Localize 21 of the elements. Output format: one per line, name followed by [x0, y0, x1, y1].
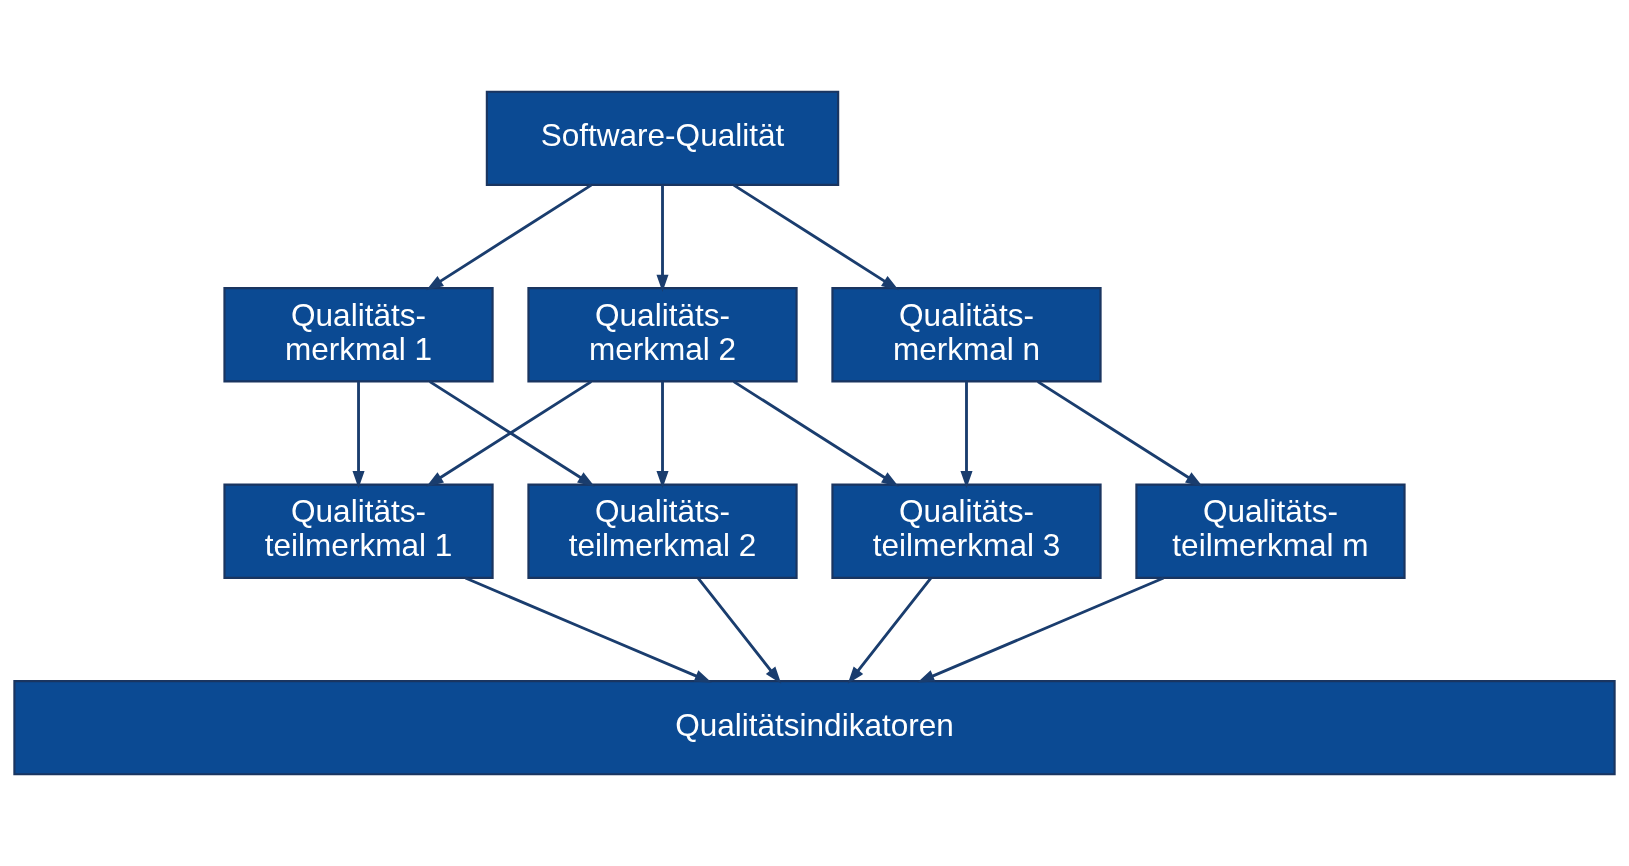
arrow — [1037, 380, 1203, 487]
node-box: Qualitäts- teilmerkmal 3 — [831, 483, 1102, 579]
arrow — [917, 576, 1165, 683]
arrow — [352, 381, 365, 489]
node-box: Software-Qualität — [485, 90, 840, 186]
arrow — [733, 183, 899, 291]
arrow — [733, 380, 899, 487]
node-box: Qualitäts- teilmerkmal 1 — [223, 483, 494, 579]
node-box: Qualitätsindikatoren — [13, 680, 1616, 776]
arrow — [960, 381, 973, 489]
node-box: Qualitäts- teilmerkmal 2 — [527, 483, 798, 579]
arrow — [464, 576, 712, 683]
arrow — [697, 577, 782, 684]
arrow — [656, 185, 669, 292]
node-box: Qualitäts- merkmal 2 — [527, 287, 798, 383]
arrow — [656, 381, 669, 489]
node-box: Qualitäts- merkmal n — [831, 287, 1102, 383]
arrow — [847, 577, 932, 684]
node-box: Qualitäts- merkmal 1 — [223, 287, 494, 383]
arrow — [426, 183, 592, 291]
node-box: Qualitäts- teilmerkmal m — [1135, 483, 1406, 579]
